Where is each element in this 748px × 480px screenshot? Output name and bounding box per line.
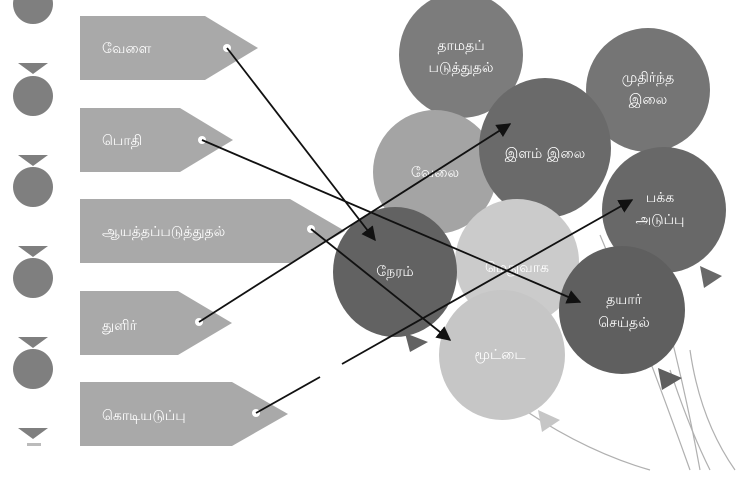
item-word: துளிர் xyxy=(102,318,138,334)
balloon-label: மூட்டை xyxy=(474,347,525,363)
balloon-label-line2: அடுப்பு xyxy=(636,212,685,228)
item-tag xyxy=(80,199,345,263)
item-number: 01 xyxy=(19,35,47,59)
arrow-02-to-thayar xyxy=(201,139,582,304)
arrow-04-to-ilam-ilai xyxy=(198,123,512,323)
item-number: 03 xyxy=(19,218,47,242)
balloon-label: நேரம் xyxy=(376,264,413,280)
location-pin-icon xyxy=(13,76,54,166)
balloon-shape xyxy=(399,0,523,118)
balloon-shape xyxy=(479,78,611,218)
balloon-knot xyxy=(658,368,682,390)
arrow-01-to-neram xyxy=(226,47,376,242)
item-tag xyxy=(80,382,288,446)
item-tag xyxy=(80,16,258,80)
item-01: 01 வேளை xyxy=(13,0,258,81)
location-pin-icon xyxy=(13,0,53,74)
balloon-shape xyxy=(559,246,685,374)
balloon-label-line1: தயார் xyxy=(606,292,642,308)
balloon-label: இளம் இலை xyxy=(505,146,585,162)
balloon-shape xyxy=(586,28,710,152)
balloon-thayar-seythal: தயார் செய்தல் xyxy=(559,246,685,390)
location-pin-icon xyxy=(13,167,54,257)
item-word: ஆயத்தப்படுத்துதல் xyxy=(102,224,225,240)
item-04: 04 துளிர் xyxy=(13,258,232,355)
pin-shadow xyxy=(27,443,41,446)
balloon-knot xyxy=(538,410,560,432)
item-number: 05 xyxy=(19,400,47,424)
balloon-label-line2: செய்தல் xyxy=(598,315,649,331)
item-number: 04 xyxy=(19,309,47,333)
item-number: 02 xyxy=(19,127,47,151)
balloon-label-line1: முதிர்ந்த xyxy=(622,70,674,86)
balloon-muthirntha-ilai: முதிர்ந்த இலை xyxy=(586,28,710,152)
balloon-shape xyxy=(602,147,726,273)
balloon-ilam-ilai: இளம் இலை xyxy=(479,78,611,218)
balloon-knot xyxy=(700,266,722,288)
item-tag xyxy=(80,108,233,172)
balloon-label-line2: படுத்துதல் xyxy=(429,60,494,76)
answer-arrows xyxy=(198,47,634,414)
arrow-03-to-moottai xyxy=(310,228,452,341)
balloon-tamathappaduthuthal: தாமதப் படுத்துதல் xyxy=(399,0,523,118)
balloon-pakka-aduppu: பக்க அடுப்பு xyxy=(602,147,726,288)
arrow-05-segment xyxy=(255,376,321,414)
balloon-label-line2: இலை xyxy=(629,92,668,108)
location-pin-icon xyxy=(13,258,54,348)
balloon-knot xyxy=(405,333,428,352)
balloon-label-line1: பக்க xyxy=(646,190,674,206)
balloon-moottai: மூட்டை xyxy=(439,290,565,432)
balloon-group: தாமதப் படுத்துதல் முதிர்ந்த இலை வேலை இளம… xyxy=(333,0,726,432)
item-03: 03 ஆயத்தப்படுத்துதல் xyxy=(13,167,345,264)
arrow-05-to-pakka-aduppu xyxy=(341,199,634,365)
item-word: கொடியடுப்பு xyxy=(102,408,186,424)
balloon-label: வேலை xyxy=(411,165,459,181)
balloon-string xyxy=(689,349,736,471)
balloon-label: மெதுவாக xyxy=(485,260,549,276)
item-tag xyxy=(80,291,232,355)
balloon-shape xyxy=(439,290,565,420)
balloon-label-line1: தாமதப் xyxy=(437,38,484,54)
item-02: 02 பொதி xyxy=(13,76,233,173)
item-word: பொதி xyxy=(102,133,142,149)
location-pin-icon xyxy=(13,348,54,439)
item-05: 05 கொடியடுப்பு xyxy=(13,348,288,446)
item-word: வேளை xyxy=(102,41,152,57)
